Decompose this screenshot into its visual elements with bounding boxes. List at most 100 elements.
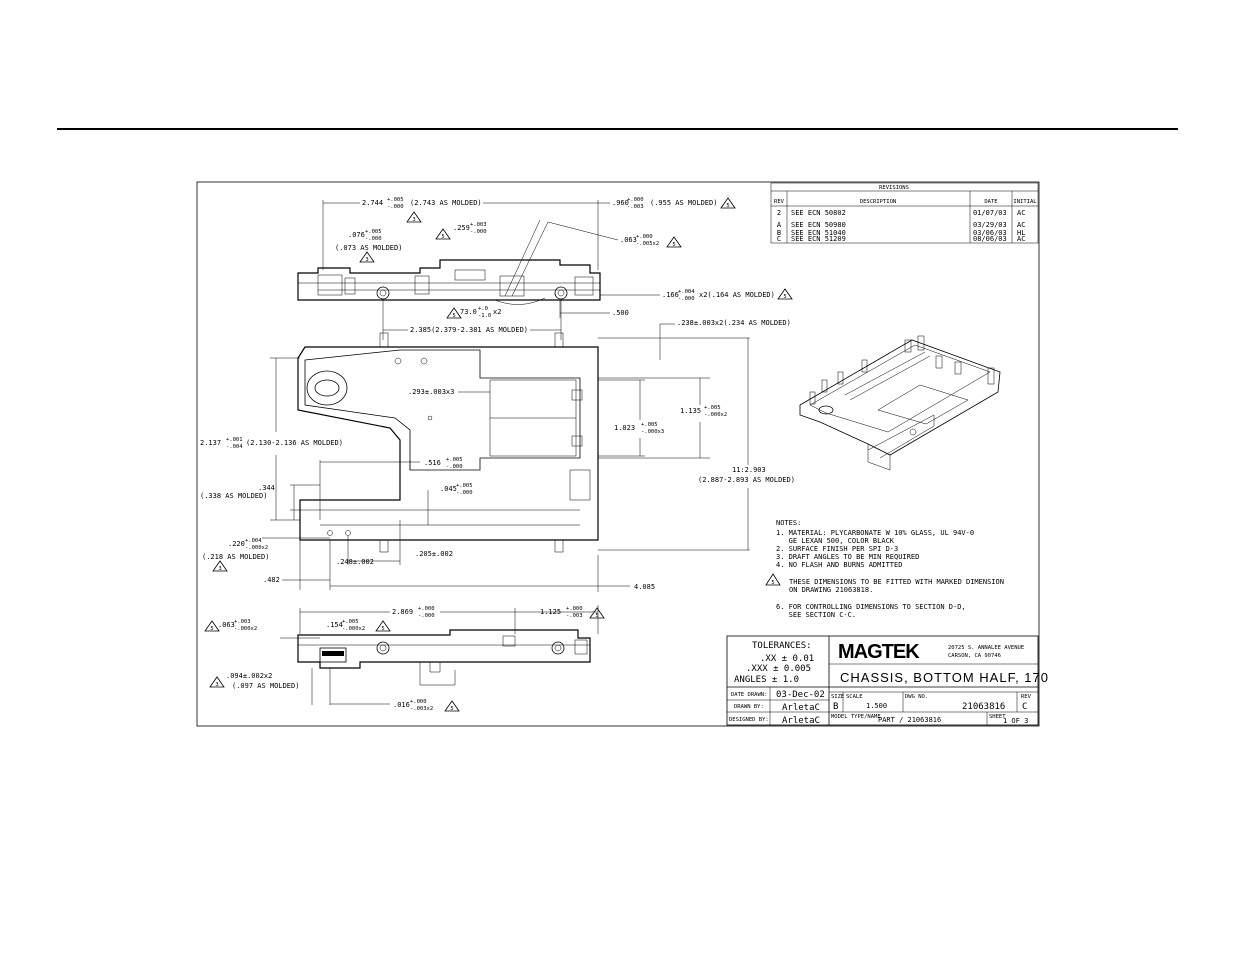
dim-220-tol-m: -.000x2: [245, 545, 268, 551]
dim-1135: 1.135: [680, 407, 701, 415]
model-value: PART / 21063816: [878, 716, 941, 724]
dim-1135-tol-p: +.005: [704, 405, 721, 411]
dim-248: .248±.002: [336, 558, 374, 566]
flag-triangle: 5: [777, 288, 793, 300]
note-line: 2. SURFACE FINISH PER SPI D-3: [776, 545, 898, 553]
note-line: GE LEXAN 500, COLOR BLACK: [776, 537, 895, 545]
rev-row-initial: HL: [1017, 229, 1025, 237]
dim-1125-tol-p: +.000: [566, 606, 583, 612]
svg-text:5: 5: [783, 294, 786, 300]
dim-220-tol-p: +.004: [245, 538, 262, 544]
note5-line: THESE DIMENSIONS TO BE FITTED WITH MARKE…: [789, 578, 1004, 586]
flag-triangle: 5: [720, 197, 736, 209]
dim-500: .500: [612, 309, 629, 317]
svg-text:5: 5: [441, 234, 444, 240]
sheet-label: SHEET: [989, 714, 1006, 720]
dim-205: .205±.002: [415, 550, 453, 558]
svg-text:3: 3: [412, 217, 415, 223]
company-logo: MAGTEK: [838, 641, 920, 663]
tolerance-xx: .XX ± 0.01: [760, 654, 814, 664]
revisions-title: REVISIONS: [879, 185, 909, 191]
note-flags: 5 3 5 3 5 5 5 3: [204, 197, 793, 712]
scale-value: 1.500: [866, 702, 887, 710]
svg-text:3: 3: [365, 257, 368, 263]
rev-value: C: [1022, 702, 1027, 712]
flag-triangle: 3: [212, 560, 228, 572]
rev-row-desc: SEE ECN 50802: [791, 209, 846, 217]
dim-2137-tol-m: -.004: [226, 444, 243, 450]
drawn-by-label: DRAWN BY:: [734, 704, 764, 710]
dim-259-tol-p: +.003: [470, 222, 487, 228]
dim-154-tol-p: +.005: [342, 619, 359, 625]
dim-016: .016: [393, 701, 410, 709]
dim-960: .960: [612, 199, 629, 207]
rev-row-date: 08/06/03: [973, 235, 1007, 243]
tolerances-label: TOLERANCES:: [752, 641, 812, 651]
dims-bottom: 2.869 +.000 -.000 1.125 +.000 -.003 .063…: [218, 605, 599, 712]
rev-row-rev: 2: [777, 209, 781, 217]
note5-flag-icon: 5: [765, 573, 781, 586]
dim-2744-tol-m: -.000: [387, 204, 404, 210]
dim-045: .045: [440, 485, 457, 493]
svg-text:3: 3: [215, 682, 218, 688]
dim-2744: 2.744: [362, 199, 383, 207]
flag-triangle: 5: [204, 620, 220, 632]
dim-344: .344: [258, 484, 275, 492]
dwg-no-value: 21063816: [962, 702, 1005, 712]
dim-2385: 2.385(2.379-2.381 AS MOLDED): [410, 326, 528, 334]
size-label: SIZE: [831, 694, 844, 700]
dim-516-tol-p: +.005: [446, 457, 463, 463]
dim-730: 73.0: [460, 308, 477, 316]
size-value: B: [833, 702, 838, 712]
dim-076: .076: [348, 231, 365, 239]
svg-text:5: 5: [672, 242, 675, 248]
scale-label: SCALE: [846, 694, 863, 700]
rev-row-desc: SEE ECN 51209: [791, 235, 846, 243]
dim-076-tol-p: +.005: [365, 229, 382, 235]
designed-by-value: ArletaC: [782, 716, 820, 726]
date-drawn-value: 03-Dec-02: [776, 690, 825, 700]
dim-063b: .063: [218, 621, 235, 629]
dim-730-x: x2: [493, 308, 501, 316]
dim-730-tol-m: -1.0: [478, 313, 491, 319]
designed-by-label: DESIGNED BY:: [729, 717, 769, 723]
svg-text:5: 5: [726, 203, 729, 209]
svg-text:5: 5: [381, 626, 384, 632]
page-header-rule: [57, 128, 1178, 130]
svg-text:5: 5: [595, 613, 598, 619]
dim-1023-tol-m: -.000x3: [641, 429, 664, 435]
rev-row-rev: B: [777, 229, 781, 237]
rev-label: REV: [1021, 694, 1032, 700]
flag-triangle: 5: [666, 236, 682, 248]
dim-2744-molded: (2.743 AS MOLDED): [410, 199, 482, 207]
dim-1135-tol-m: -.000x2: [704, 412, 727, 418]
note-line: 1. MATERIAL: PLYCARBONATE W 10% GLASS, U…: [776, 529, 974, 537]
dims-plan: 11:2.903 (2.887-2.893 AS MOLDED) 1.135 +…: [200, 337, 795, 592]
flag-triangle: 5: [444, 700, 460, 712]
dim-063b-tol-m: -.000x2: [234, 626, 257, 632]
top-side-view: [297, 219, 601, 305]
rev-row-date: 03/29/03: [973, 221, 1007, 229]
dim-1125: 1.125: [540, 608, 561, 616]
dim-2137-tol-p: +.001: [226, 437, 243, 443]
revisions-header-desc: DESCRIPTION: [860, 199, 896, 205]
note5-line: ON DRAWING 21063818.: [789, 586, 873, 594]
dim-2903: 11:2.903: [732, 466, 766, 474]
dwg-no-label: DWG NO.: [905, 694, 928, 700]
revisions-table: REVISIONS REV DESCRIPTION DATE INITIAL 2…: [770, 182, 1039, 244]
svg-text:3: 3: [218, 566, 221, 572]
dim-016-tol-m: -.003x2: [410, 706, 433, 712]
dim-960-tol-p: +.000: [627, 197, 644, 203]
plan-view: [297, 332, 599, 553]
revisions-header-initial: INITIAL: [1013, 199, 1037, 205]
dim-220-molded: (.218 AS MOLDED): [202, 553, 269, 561]
drawn-by-value: ArletaC: [782, 703, 820, 713]
dim-166: .166: [662, 291, 679, 299]
date-drawn-label: DATE DRAWN:: [731, 692, 767, 698]
note6-line: 6. FOR CONTROLLING DIMENSIONS TO SECTION…: [776, 603, 966, 611]
dim-238: .238±.003x2(.234 AS MOLDED): [677, 319, 791, 327]
dim-2137: 2.137: [200, 439, 221, 447]
dim-016-tol-p: +.000: [410, 699, 427, 705]
dim-2903-molded: (2.887-2.893 AS MOLDED): [698, 476, 795, 484]
